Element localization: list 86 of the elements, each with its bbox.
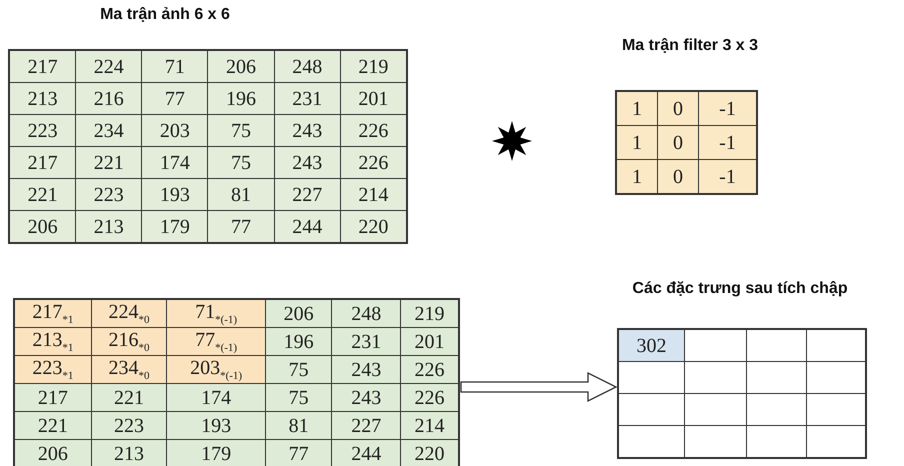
table-cell: 201 (400, 328, 459, 356)
table-cell: 226 (400, 384, 459, 412)
table-cell: 77 (208, 210, 274, 243)
table-cell: 81 (208, 178, 274, 210)
table-cell: 0 (658, 126, 698, 160)
table-cell: 221 (9, 178, 76, 210)
table-cell: 217$_{*1}$ (14, 299, 92, 328)
table-cell: 71$_{*(-1)}$ (166, 299, 266, 328)
table-cell: 213 (9, 82, 76, 114)
table-cell: 226 (340, 146, 407, 178)
table-cell: 77 (142, 82, 208, 114)
table-cell: 226 (340, 114, 407, 146)
table-cell: 214 (400, 412, 459, 440)
table-cell: 179 (142, 210, 208, 243)
table-cell: 248 (274, 50, 340, 82)
table-cell: 217 (9, 50, 76, 82)
table-cell: 243 (274, 146, 340, 178)
matrix-title: Ma trận ảnh 6 x 6 (100, 6, 230, 24)
table-cell: 179 (166, 440, 266, 466)
table-cell: 219 (340, 50, 407, 82)
table-cell: 1 (616, 91, 658, 126)
table-cell: 224 (76, 50, 142, 82)
table-cell: 223 (76, 178, 142, 210)
table-cell: 206 (265, 299, 332, 328)
table-cell: 213 (76, 210, 142, 243)
table-cell: 223$_{*1}$ (14, 356, 92, 384)
table-cell: 227 (274, 178, 340, 210)
table-cell: 0 (658, 91, 698, 126)
table-cell: 1 (616, 160, 658, 194)
table-cell: -1 (698, 160, 757, 194)
table-cell: 203$_{*(-1)}$ (166, 356, 266, 384)
table-cell: 203 (142, 114, 208, 146)
table-cell: 221 (76, 146, 142, 178)
table-cell: 219 (400, 299, 459, 328)
table-cell: 206 (9, 210, 76, 243)
table-cell: 206 (208, 50, 274, 82)
table-cell: -1 (698, 91, 757, 126)
table-cell: 248 (332, 299, 401, 328)
table-cell: 244 (274, 210, 340, 243)
table-cell: 213$_{*1}$ (14, 328, 92, 356)
table-cell: 213 (91, 440, 167, 466)
table-cell: 193 (166, 412, 266, 440)
matrix-title: Ma trận filter 3 x 3 (622, 37, 758, 55)
table-cell: 75 (265, 356, 332, 384)
table-cell: 217 (14, 384, 92, 412)
table-cell: 0 (658, 160, 698, 194)
table-cell: 75 (265, 384, 332, 412)
table-cell: 243 (332, 384, 401, 412)
table-cell: 227 (332, 412, 401, 440)
table-cell: 223 (91, 412, 167, 440)
table-cell: 216 (76, 82, 142, 114)
table-cell: 77 (265, 440, 332, 466)
table-cell: 77$_{*(-1)}$ (166, 328, 266, 356)
table-cell: 302 (618, 329, 684, 362)
table-cell: 174 (142, 146, 208, 178)
matrix-title: Các đặc trưng sau tích chập (632, 280, 848, 298)
table-cell: 206 (14, 440, 92, 466)
table-cell: 174 (166, 384, 266, 412)
block-arrow (460, 372, 618, 402)
table-cell: 220 (400, 440, 459, 466)
table-cell: 224$_{*0}$ (91, 299, 167, 328)
table-cell: 231 (274, 82, 340, 114)
table-cell: 201 (340, 82, 407, 114)
table-cell: 226 (400, 356, 459, 384)
table-cell: 243 (332, 356, 401, 384)
table-cell: 234 (76, 114, 142, 146)
table-cell: 223 (9, 114, 76, 146)
table-cell: 244 (332, 440, 401, 466)
table-cell: 71 (142, 50, 208, 82)
table-cell: 221 (14, 412, 92, 440)
table-cell: 1 (616, 126, 658, 160)
table-cell: 234$_{*0}$ (91, 356, 167, 384)
table-cell: 193 (142, 178, 208, 210)
table-cell: 221 (91, 384, 167, 412)
table-cell: 81 (265, 412, 332, 440)
table-cell: 196 (265, 328, 332, 356)
table-cell: 243 (274, 114, 340, 146)
table-cell: 220 (340, 210, 407, 243)
table-cell: 214 (340, 178, 407, 210)
table-cell: 196 (208, 82, 274, 114)
table-cell: 216$_{*0}$ (91, 328, 167, 356)
table-cell: 217 (9, 146, 76, 178)
table-cell: -1 (698, 126, 757, 160)
table-cell: 75 (208, 146, 274, 178)
table-cell: 75 (208, 114, 274, 146)
table-cell: 231 (332, 328, 401, 356)
